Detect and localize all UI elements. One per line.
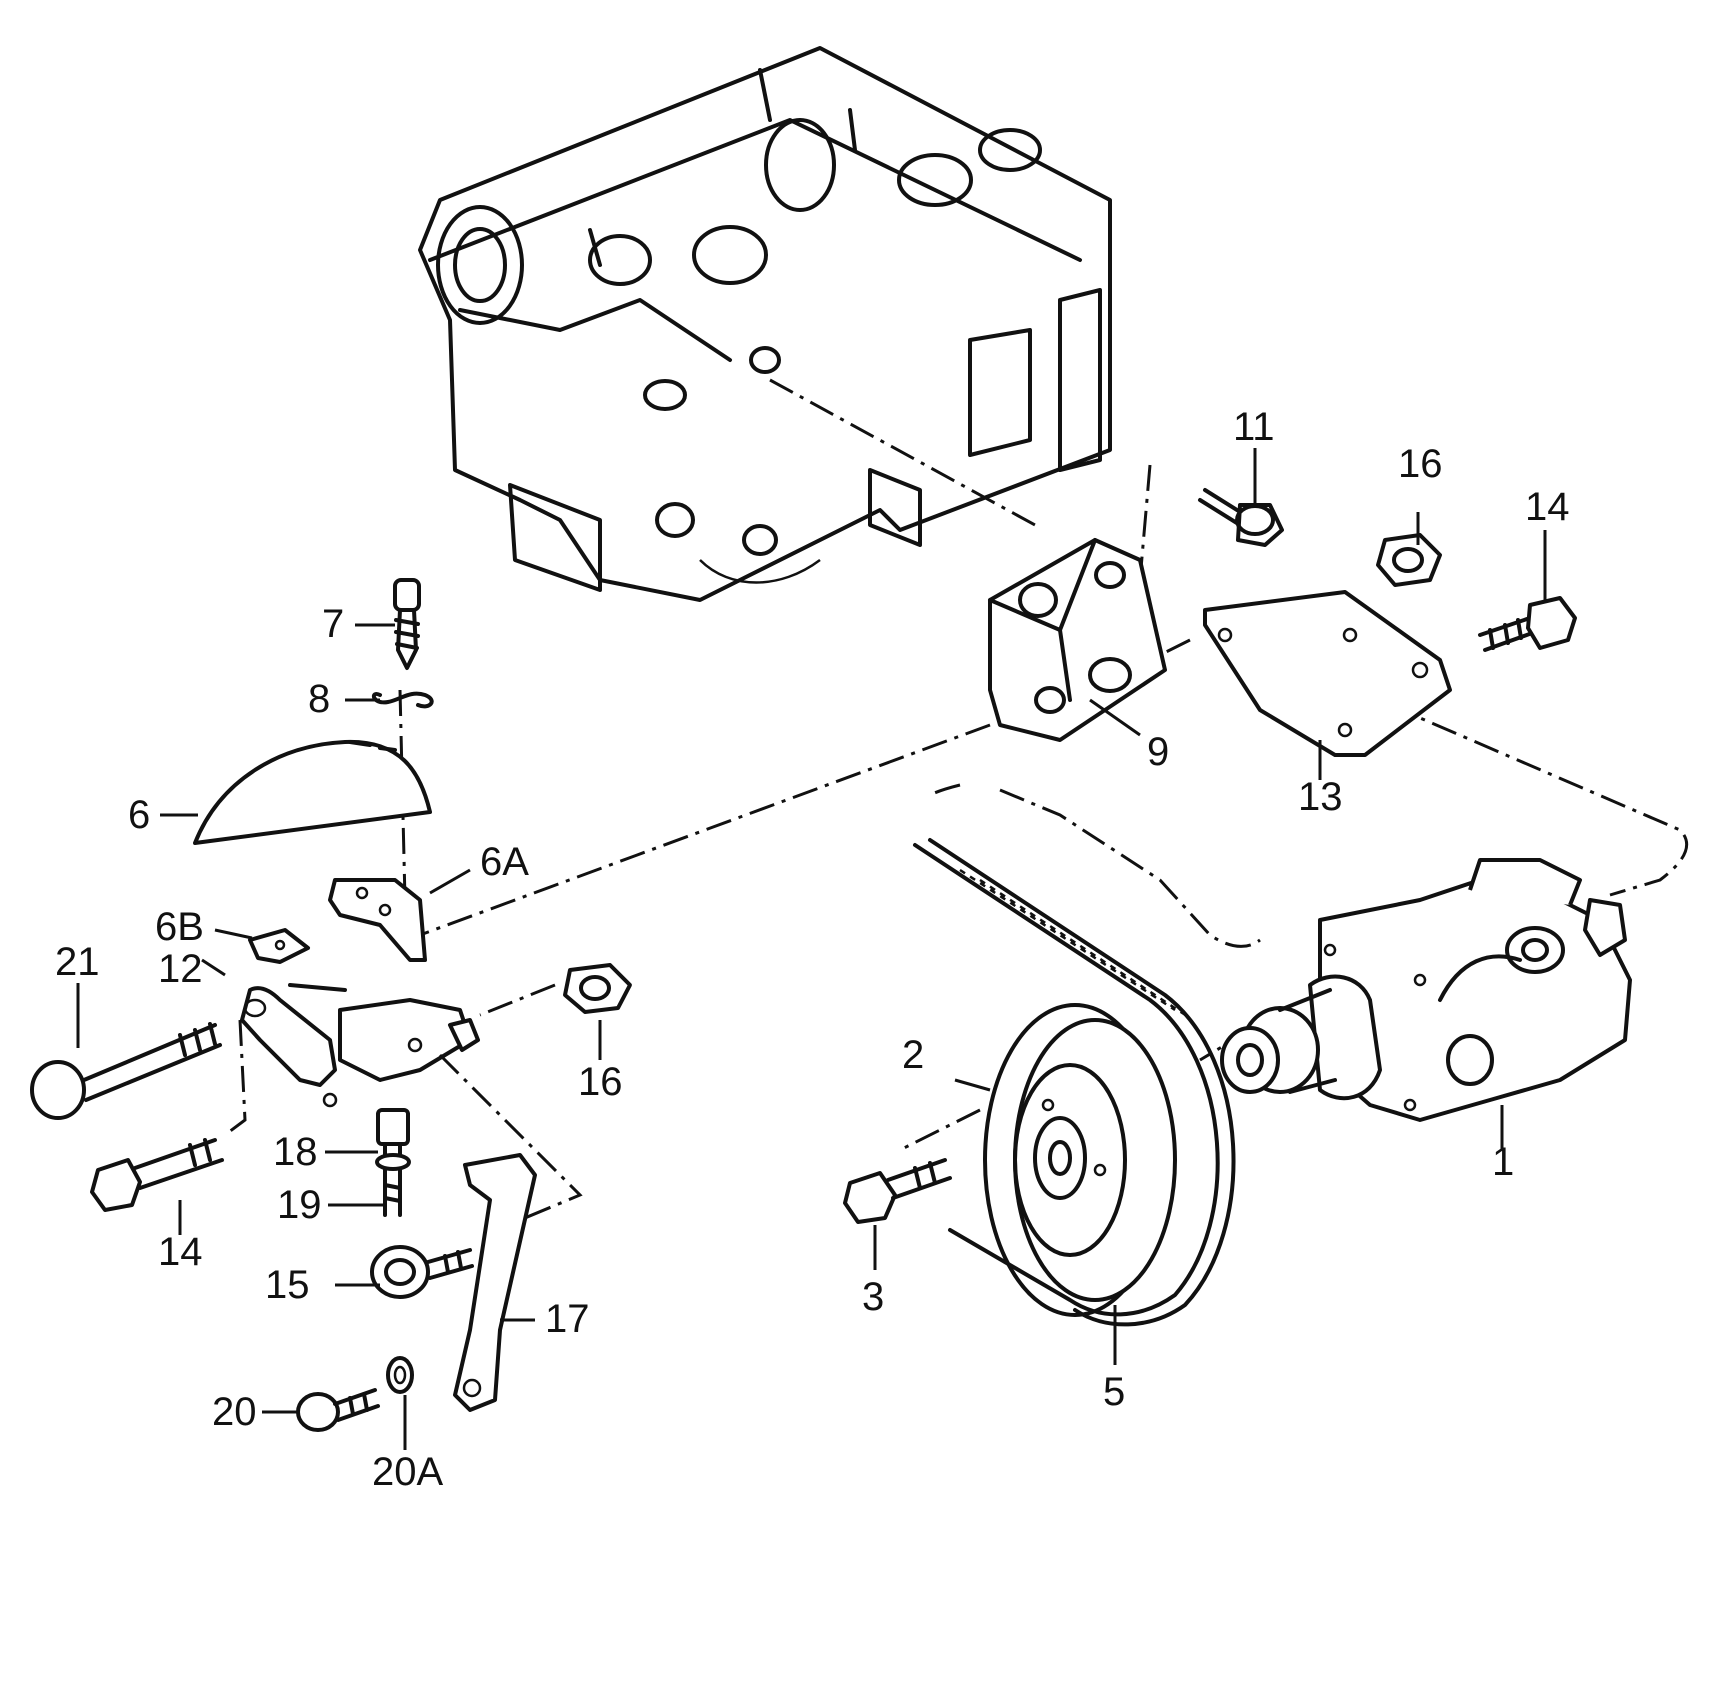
assembly-lines	[224, 378, 1689, 1222]
callout-16-right: 16	[1398, 442, 1443, 486]
bolt-20	[296, 1388, 380, 1432]
pulley-2	[983, 1003, 1177, 1317]
callout-20a: 20A	[372, 1450, 443, 1494]
callout-6: 6	[128, 793, 150, 837]
callout-labels: 1 2 3 5 6 6A 6B 7 8 9 11 12 13 14 14 15 …	[55, 405, 1570, 1494]
nut-16-left	[563, 963, 632, 1014]
callout-5: 5	[1103, 1370, 1125, 1414]
callout-17: 17	[545, 1297, 590, 1341]
screw-7	[393, 578, 421, 670]
callout-18: 18	[273, 1130, 318, 1174]
callout-20: 20	[212, 1390, 257, 1434]
callout-16-left: 16	[578, 1060, 623, 1104]
callout-1: 1	[1492, 1140, 1514, 1184]
callout-14-left: 14	[158, 1230, 203, 1274]
engine-block	[418, 46, 1112, 602]
callout-21: 21	[55, 940, 100, 984]
callout-8: 8	[308, 677, 330, 721]
leader-lines	[76, 448, 1547, 1450]
bolt-14-left	[90, 1138, 224, 1212]
clip-8	[371, 691, 434, 709]
callout-3: 3	[862, 1275, 884, 1319]
bracket-12	[240, 983, 480, 1108]
callout-2: 2	[902, 1033, 924, 1077]
power-steering-pump-1	[1220, 858, 1632, 1122]
washer-19	[375, 1153, 411, 1171]
callout-11: 11	[1233, 405, 1275, 449]
callout-14-right: 14	[1525, 485, 1570, 529]
nut-16-right	[1376, 533, 1442, 587]
bracket-6A	[328, 878, 427, 962]
callout-12: 12	[158, 947, 203, 991]
callout-6a: 6A	[480, 840, 529, 884]
callout-7: 7	[322, 602, 344, 646]
bolt-3	[843, 1158, 952, 1224]
callout-9: 9	[1147, 730, 1169, 774]
callout-6b: 6B	[155, 905, 204, 949]
mounting-plate-13	[1203, 590, 1452, 757]
mounting-bracket-9	[988, 538, 1167, 742]
screw-11	[1198, 488, 1284, 547]
clamp-bolt-15	[370, 1245, 474, 1299]
callout-19: 19	[277, 1183, 322, 1227]
cover-6	[193, 739, 432, 845]
bolt-14-right	[1478, 596, 1577, 652]
plate-6B	[248, 928, 310, 964]
link-arm-17	[453, 1153, 537, 1412]
bolt-21	[30, 1022, 222, 1120]
callout-13: 13	[1298, 775, 1343, 819]
v-belt-5	[913, 838, 1236, 1327]
callout-15: 15	[265, 1263, 310, 1307]
washer-20A	[386, 1356, 414, 1394]
